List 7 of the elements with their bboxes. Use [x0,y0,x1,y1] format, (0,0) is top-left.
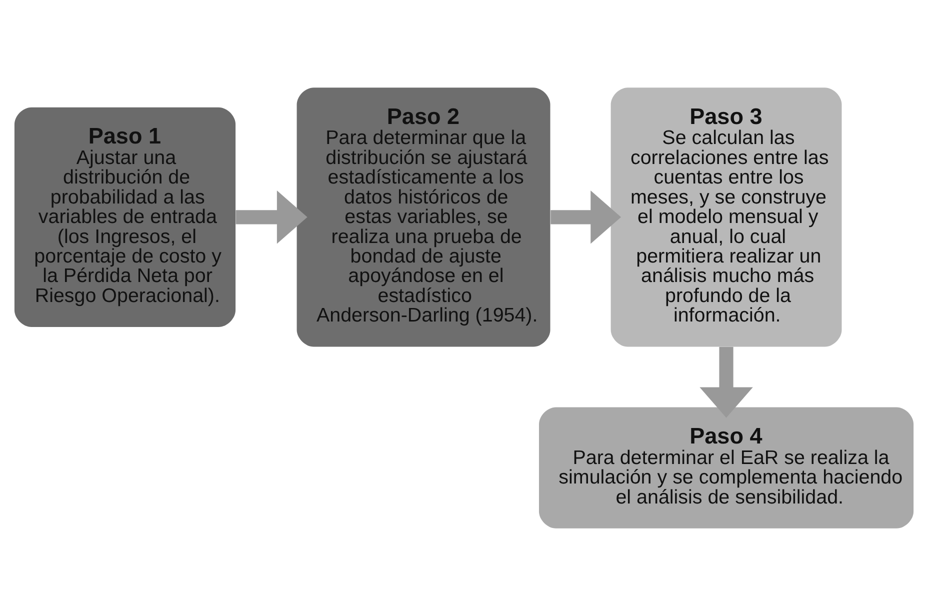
arrow [700,346,753,418]
node-box: Paso 4 Para determinar el EaR se realiza la simulación y se complementa haciendo el análisis de sensibilidad. [538,406,914,528]
node-box: Paso 1 Ajustar una distribución de probabilidad a las variables de entrada (los Ingresos, el porcentaje de costo y la Pérdida Neta por Riesgo Operacional). [14,106,236,326]
node-box: Paso 2 Para determinar que la distribución se ajustará estadísticamente a los datos históricos de estas variables, se realiza una prueba de bondad de ajuste apoyándose en el estadístico Anderson-Darling (1954). [296,87,550,346]
node-box: Paso 3 Se calculan las correlaciones entre las cuentas entre los meses, y se construye el modelo mensual y anual, lo cual permitiera realizar un análisis mucho más profundo de la información. [610,87,842,346]
arrow [236,190,308,244]
arrow [550,190,622,244]
